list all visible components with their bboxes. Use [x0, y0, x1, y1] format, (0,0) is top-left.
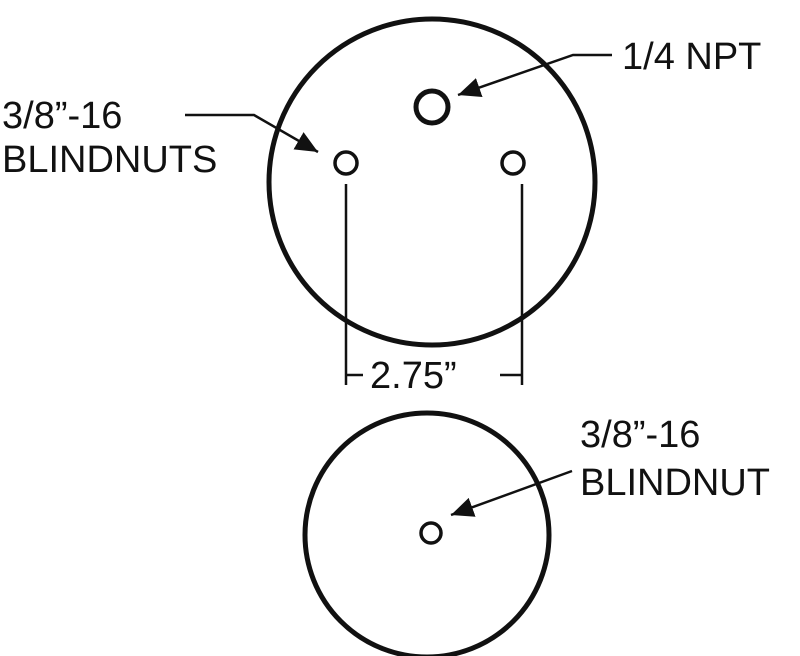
- blindnuts-leader-arrow: [185, 113, 319, 154]
- spacing-dimension-label: 2.75”: [370, 355, 457, 397]
- right-blindnut-hole: [500, 150, 526, 176]
- blindnut-label-line2: BLINDNUT: [580, 462, 770, 504]
- blindnuts-label-line2: BLINDNUTS: [2, 139, 217, 181]
- top-plate-outline: [266, 16, 598, 348]
- top-plate: 1/4 NPT 3/8”-16 BLINDNUTS 2.75”: [2, 16, 761, 397]
- blindnut-leader-arrow: [450, 469, 573, 517]
- npt-leader-arrow: [457, 53, 612, 98]
- left-blindnut-hole: [333, 150, 359, 176]
- blindnut-label-line1: 3/8”-16: [580, 414, 700, 456]
- blindnuts-label-line1: 3/8”-16: [2, 95, 122, 137]
- center-blindnut-hole: [419, 521, 443, 545]
- bottom-plate: 3/8”-16 BLINDNUT: [302, 410, 770, 656]
- bottom-plate-outline: [302, 410, 552, 656]
- npt-port-hole: [413, 88, 451, 126]
- npt-port-label: 1/4 NPT: [622, 36, 761, 78]
